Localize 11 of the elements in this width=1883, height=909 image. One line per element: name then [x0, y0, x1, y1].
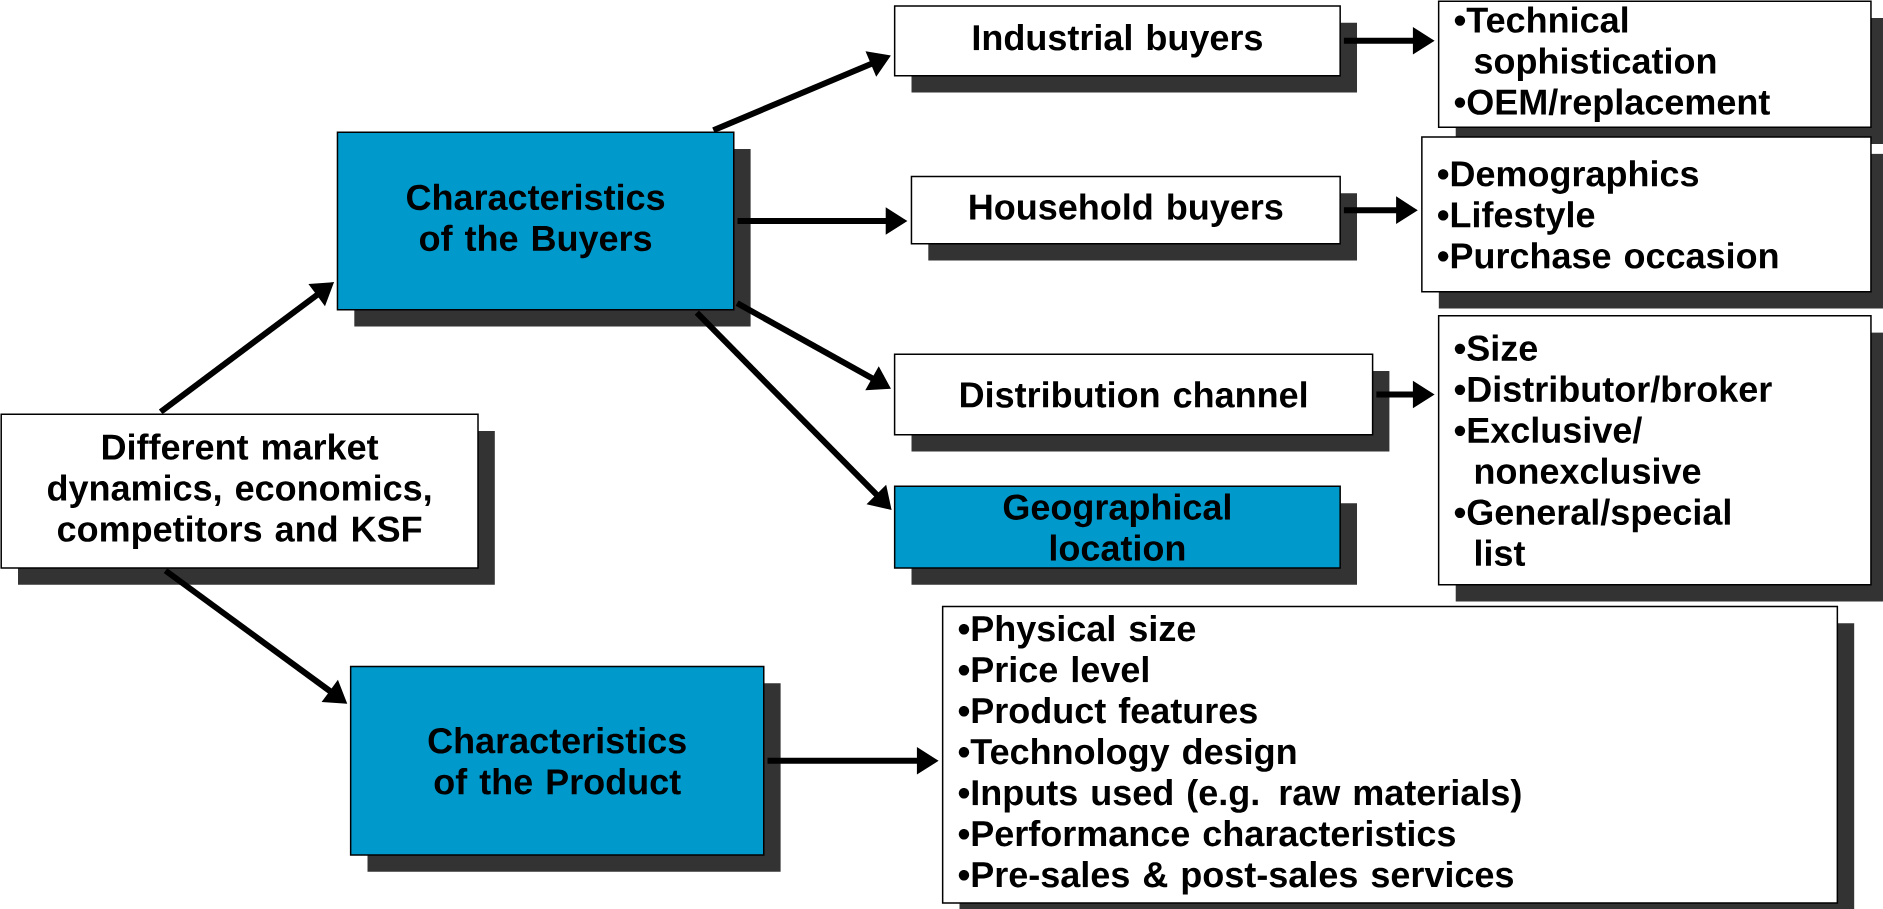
process-box: Industrial buyers	[893, 5, 1357, 93]
list-box: •Demographics •Lifestyle •Purchase occasion	[1421, 136, 1883, 309]
process-box: Geographical location	[893, 485, 1357, 585]
list-box: •Technical sophistication •OEM/replacement	[1437, 0, 1883, 145]
list-box: •Size •Distributor/broker •Exclusive/ nonexclusive •General/special list	[1437, 315, 1883, 602]
process-box: Household buyers	[910, 175, 1357, 261]
list-box: •Physical size •Price level •Product features •Technology design •Inputs used (e.g. raw materials) •Performance characteristics •Pre-sales & post-sales services	[941, 605, 1855, 909]
process-box: Distribution channel	[893, 353, 1390, 452]
process-box: Characteristics of the Buyers	[336, 131, 751, 327]
process-box: Characteristics of the Product	[349, 665, 781, 872]
process-box: Different market dynamics, economics, competitors and KSF	[0, 413, 495, 585]
